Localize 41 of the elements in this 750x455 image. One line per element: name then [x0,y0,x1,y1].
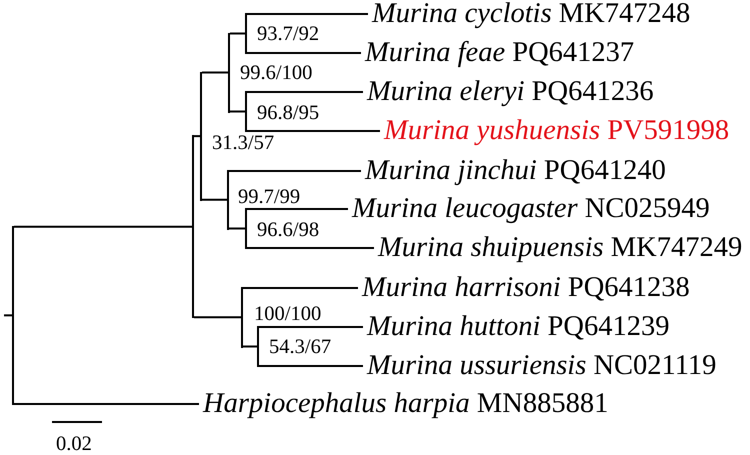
support-value: 54.3/67 [269,336,332,358]
support-value: 96.6/98 [257,220,320,240]
branch-line [202,72,228,74]
taxon-label: Murina huttoni PQ641239 [367,312,670,342]
support-value: 93.7/92 [257,24,320,44]
taxon-label: Murina jinchui PQ641240 [365,156,666,186]
support-value: 100/100 [254,304,322,324]
branch-line [230,110,245,112]
support-value: 31.3/57 [212,132,274,154]
branch-line [243,346,257,348]
branch-line [247,130,380,132]
branch-line [247,13,368,15]
taxon-label: Murina ussuriensis NC021119 [367,352,716,380]
support-value: 96.8/95 [257,102,320,124]
branch-line [243,287,358,289]
taxon-label: Murina cyclotis MK747248 [372,0,690,28]
branch-line [194,135,200,138]
branch-line [259,326,363,328]
branch-line [194,316,241,318]
branch-line [14,403,199,405]
branch-line [202,198,227,201]
taxon-label: Murina eleryi PQ641236 [367,78,654,106]
branch-line [229,170,361,172]
branch-line [247,52,361,54]
taxon-label: Murina shuipuensis MK747249 [378,234,742,262]
branch-line [14,226,192,228]
branch-line [247,208,348,210]
taxon-label: Murina harrisoni PQ641238 [362,274,690,302]
support-value: 99.7/99 [238,186,300,208]
taxon-label: Murina feae PQ641237 [365,38,634,68]
taxon-label: Murina yushuensis PV591998 [384,116,730,146]
support-value: 99.6/100 [240,62,312,84]
taxon-label: Harpiocephalus harpia MN885881 [203,390,608,418]
branch-line [229,228,245,230]
branch-line [247,247,374,249]
branch-line [4,314,12,316]
taxon-label: Murina leucogaster NC025949 [352,194,710,224]
branch-line [230,32,245,34]
branch-line [247,91,363,93]
scale-label: 0.02 [56,434,92,454]
branch-line [259,365,363,367]
